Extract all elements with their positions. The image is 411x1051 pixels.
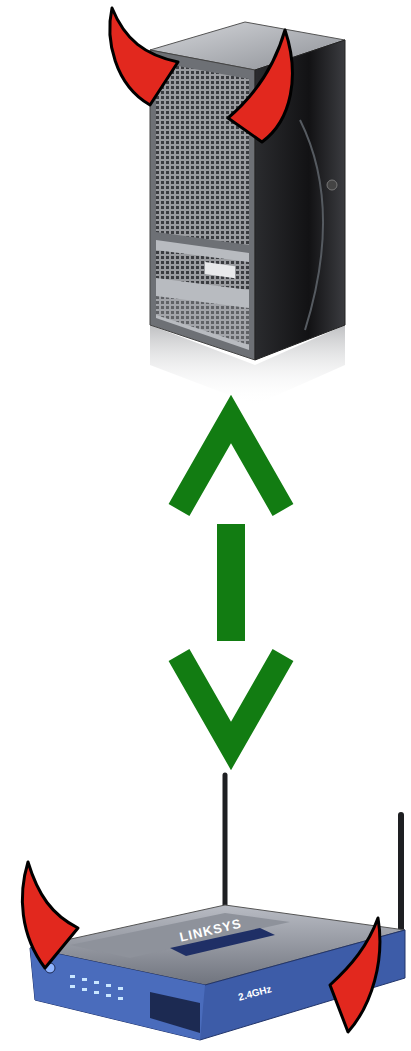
devil-horns bbox=[110, 8, 292, 142]
router-node: LINKSYS 2.4GHz bbox=[15, 760, 411, 1045]
server-tower bbox=[150, 22, 345, 405]
arrow-head bbox=[179, 655, 283, 746]
double-arrow bbox=[179, 419, 283, 746]
wireless-router bbox=[30, 775, 405, 1040]
arrow-head bbox=[179, 419, 283, 510]
frequency-label: 2.4GHz bbox=[237, 983, 273, 1002]
arrow-shaft bbox=[217, 524, 245, 641]
devil-horns bbox=[22, 862, 380, 1032]
brand-logo: LINKSYS bbox=[178, 916, 243, 945]
server-node bbox=[140, 20, 350, 405]
